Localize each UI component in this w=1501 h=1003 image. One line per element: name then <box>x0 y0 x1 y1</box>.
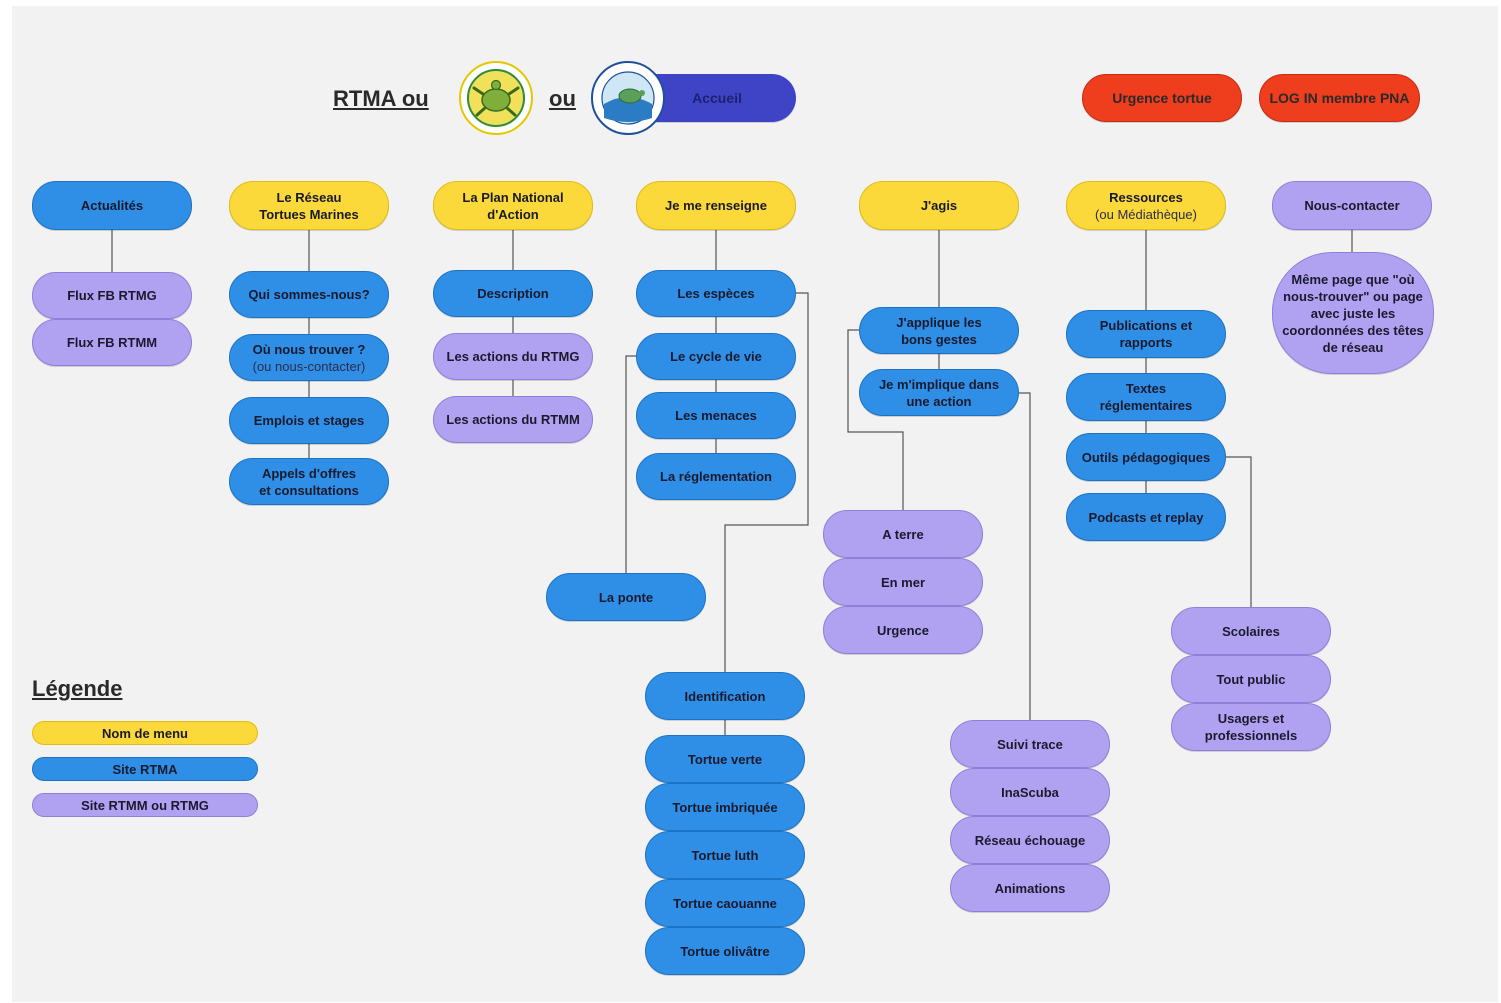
legend-site-rtma: Site RTMA <box>32 757 258 781</box>
tortue-caouanne[interactable]: Tortue caouanne <box>645 879 805 927</box>
urgence[interactable]: Urgence <box>823 606 983 654</box>
tortue-luth[interactable]: Tortue luth <box>645 831 805 879</box>
qui-sommes-nous[interactable]: Qui sommes-nous? <box>229 271 389 318</box>
menu-actualites[interactable]: Actualités <box>32 181 192 230</box>
podcasts-et-replay[interactable]: Podcasts et replay <box>1066 493 1226 541</box>
menu-plan-line1: La Plan National <box>462 189 564 205</box>
publications-line1: Publications et <box>1099 318 1193 333</box>
contact-note-line3: avec juste les <box>1310 305 1396 321</box>
les-especes[interactable]: Les espèces <box>636 270 796 317</box>
contact-note-line5: de réseau <box>1322 339 1384 355</box>
inascuba[interactable]: InaScuba <box>950 768 1110 816</box>
menu-plan-national[interactable]: La Plan National d'Action <box>433 181 593 230</box>
animations[interactable]: Animations <box>950 864 1110 912</box>
ou-nous-trouver-line1: Où nous trouver ? <box>252 341 366 357</box>
rtmg-logo-icon[interactable] <box>456 60 536 136</box>
outils-pedagogiques[interactable]: Outils pédagogiques <box>1066 433 1226 481</box>
applique-line2: bons gestes <box>901 331 977 347</box>
menu-ressources-line2: (ou Médiathèque) <box>1095 206 1197 222</box>
la-reglementation[interactable]: La réglementation <box>636 453 796 500</box>
menu-j-agis[interactable]: J'agis <box>859 181 1019 230</box>
publications-et-rapports[interactable]: Publications et rapports <box>1066 310 1226 358</box>
menu-reseau-line1: Le Réseau <box>276 189 342 205</box>
login-pna-button[interactable]: LOG IN membre PNA <box>1259 74 1420 122</box>
j-applique-les-bons-gestes[interactable]: J'applique les bons gestes <box>859 307 1019 354</box>
appels-line2: et consultations <box>259 482 359 498</box>
legend-site-local: Site RTMM ou RTMG <box>32 793 258 817</box>
applique-line1: J'applique les <box>896 314 982 330</box>
en-mer[interactable]: En mer <box>823 558 983 606</box>
identification[interactable]: Identification <box>645 672 805 720</box>
a-terre[interactable]: A terre <box>823 510 983 558</box>
menu-nous-contacter[interactable]: Nous-contacter <box>1272 181 1432 230</box>
appels-d-offres[interactable]: Appels d'offres et consultations <box>229 458 389 505</box>
textes-line2: réglementaires <box>1099 398 1193 413</box>
ou-label: ou <box>549 86 576 111</box>
les-menaces[interactable]: Les menaces <box>636 392 796 439</box>
suivi-trace[interactable]: Suivi trace <box>950 720 1110 768</box>
menu-je-me-renseigne[interactable]: Je me renseigne <box>636 181 796 230</box>
actions-rtmg[interactable]: Les actions du RTMG <box>433 333 593 380</box>
menu-reseau-line2: Tortues Marines <box>259 206 359 222</box>
rtmm-logo-icon[interactable] <box>590 60 666 136</box>
menu-reseau[interactable]: Le Réseau Tortues Marines <box>229 181 389 230</box>
flux-fb-rtmm[interactable]: Flux FB RTMM <box>32 319 192 366</box>
contact-note: Même page que "où nous-trouver" ou page … <box>1272 252 1434 374</box>
usagers-et-professionnels[interactable]: Usagers et professionnels <box>1171 703 1331 751</box>
reseau-echouage[interactable]: Réseau échouage <box>950 816 1110 864</box>
implique-line1: Je m'implique dans <box>878 376 1000 392</box>
ou-nous-trouver[interactable]: Où nous trouver ? (ou nous-contacter) <box>229 334 389 381</box>
legend-title: Légende <box>32 676 123 701</box>
contact-note-line1: Même page que "où <box>1291 271 1415 287</box>
tortue-verte[interactable]: Tortue verte <box>645 735 805 783</box>
textes-line1: Textes <box>1125 381 1167 396</box>
usagers-line1: Usagers et <box>1217 711 1285 726</box>
le-cycle-de-vie[interactable]: Le cycle de vie <box>636 333 796 380</box>
tout-public[interactable]: Tout public <box>1171 655 1331 703</box>
usagers-line2: professionnels <box>1204 728 1298 743</box>
tortue-olivatre[interactable]: Tortue olivâtre <box>645 927 805 975</box>
emplois-et-stages[interactable]: Emplois et stages <box>229 397 389 444</box>
menu-ressources[interactable]: Ressources (ou Médiathèque) <box>1066 181 1226 230</box>
contact-note-line2: nous-trouver" ou page <box>1283 288 1423 304</box>
textes-reglementaires[interactable]: Textes réglementaires <box>1066 373 1226 421</box>
flux-fb-rtmg[interactable]: Flux FB RTMG <box>32 272 192 319</box>
menu-plan-line2: d'Action <box>487 206 539 222</box>
la-ponte[interactable]: La ponte <box>546 573 706 621</box>
urgence-tortue-button[interactable]: Urgence tortue <box>1082 74 1242 122</box>
ou-nous-trouver-line2: (ou nous-contacter) <box>252 358 366 374</box>
menu-ressources-line1: Ressources <box>1109 189 1183 205</box>
appels-line1: Appels d'offres <box>261 465 357 481</box>
scolaires[interactable]: Scolaires <box>1171 607 1331 655</box>
tortue-imbriquee[interactable]: Tortue imbriquée <box>645 783 805 831</box>
description[interactable]: Description <box>433 270 593 317</box>
actions-rtmm[interactable]: Les actions du RTMM <box>433 396 593 443</box>
je-m-implique[interactable]: Je m'implique dans une action <box>859 369 1019 416</box>
publications-line2: rapports <box>1119 335 1173 350</box>
rtma-ou-label: RTMA ou <box>333 86 429 111</box>
legend-menu: Nom de menu <box>32 721 258 745</box>
implique-line2: une action <box>906 393 972 409</box>
contact-note-line4: coordonnées des têtes <box>1282 322 1424 338</box>
